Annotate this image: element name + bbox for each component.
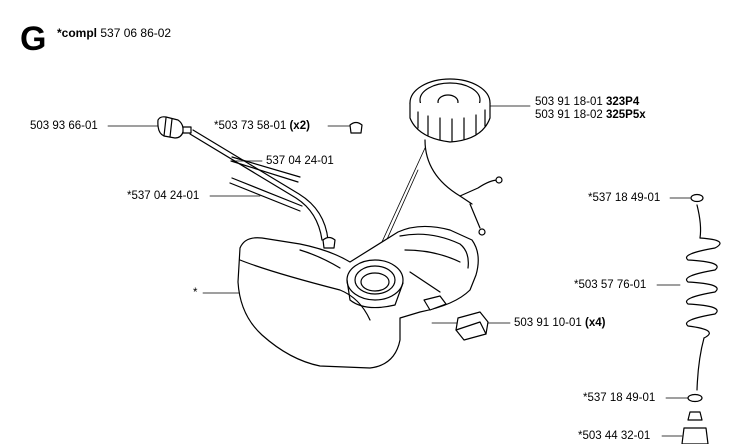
label-grommet: *503 73 58-01 (x2)	[214, 120, 310, 132]
grommet-lower	[322, 236, 336, 249]
label-o-ring-top: *537 18 49-01	[588, 192, 661, 204]
spiral-fuel-hose	[686, 204, 721, 391]
o-ring-top	[690, 193, 704, 203]
cap-tether	[424, 139, 503, 236]
label-hose-lower: *537 04 24-01	[127, 190, 200, 202]
label-pad: 503 91 10-01 (x4)	[514, 317, 606, 329]
label-bottom-part: *503 44 32-01	[578, 430, 651, 442]
fuel-tank	[237, 225, 479, 369]
label-hose-upper: 537 04 24-01	[266, 155, 334, 167]
fuel-hose-straight	[229, 156, 303, 212]
label-spiral-hose: *503 57 76-01	[574, 279, 647, 291]
label-tank: *	[193, 287, 198, 299]
section-letter: G	[20, 20, 47, 58]
label-fuel-filter: 503 93 66-01	[30, 120, 98, 132]
label-cap-2: 503 91 18-02 325P5x	[535, 109, 646, 121]
fuel-filter	[157, 116, 192, 139]
fuel-cap	[409, 78, 491, 143]
label-o-ring-bottom: *537 18 49-01	[583, 392, 656, 404]
label-cap-1: 503 91 18-01 323P4	[535, 96, 640, 108]
complete-assembly-label: *compl 537 06 86-02	[57, 26, 172, 40]
pickup-weight	[681, 411, 709, 444]
mounting-pad	[423, 295, 489, 341]
grommet-upper	[349, 121, 363, 134]
fuel-hose-curved	[189, 129, 329, 241]
o-ring-bottom	[687, 393, 703, 403]
